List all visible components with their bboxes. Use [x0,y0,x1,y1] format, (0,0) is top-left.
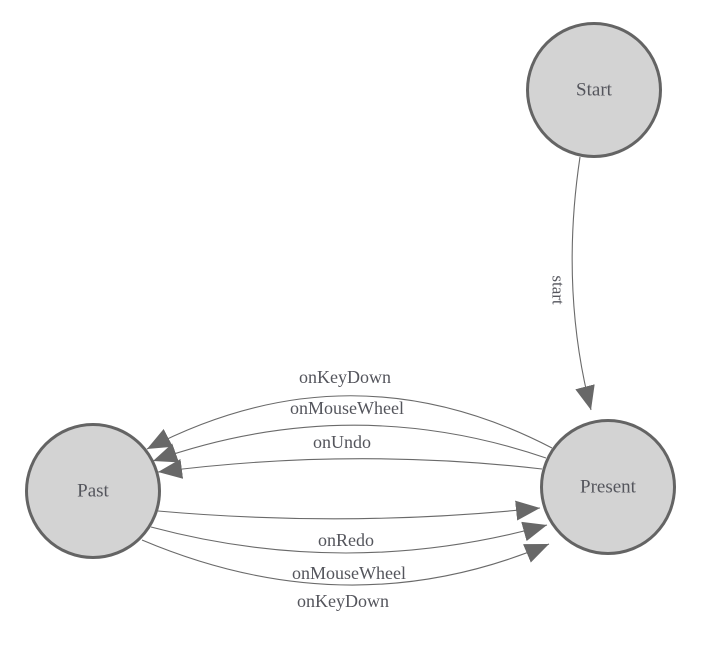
edge-label: onRedo [318,530,374,550]
edge-path[interactable] [571,156,595,411]
edge-label: onKeyDown [299,367,391,387]
edge-path[interactable] [146,395,553,450]
transition-edge-past-to-present-onmousewheel[interactable]: onMouseWheel [150,521,548,583]
state-circle[interactable] [526,22,662,158]
edge-label: onMouseWheel [292,563,406,583]
transition-edge-start-to-present[interactable]: start [549,156,595,411]
transition-edge-present-to-past-onundo[interactable]: onUndo [157,432,543,479]
edge-path[interactable] [150,521,548,554]
edge-label: onKeyDown [297,591,389,611]
state-circle[interactable] [540,419,676,555]
state-node-present[interactable]: Present [540,419,676,555]
transition-edge-past-to-present-onkeydown[interactable]: onKeyDown [141,539,550,611]
edge-label: onUndo [313,432,371,452]
state-circle[interactable] [25,423,161,559]
edge-label: start [549,275,568,305]
edge-path[interactable] [141,539,550,586]
edge-path[interactable] [152,424,547,463]
state-node-past[interactable]: Past [25,423,161,559]
edge-label: onMouseWheel [290,398,404,418]
edge-path[interactable] [157,458,543,479]
transition-edge-present-to-past-onmousewheel[interactable]: onMouseWheel [152,398,547,463]
edge-path[interactable] [157,500,541,521]
state-node-start[interactable]: Start [526,22,662,158]
transition-edge-past-to-present-onredo[interactable]: onRedo [157,500,541,550]
transition-edge-present-to-past-onkeydown[interactable]: onKeyDown [146,367,553,450]
